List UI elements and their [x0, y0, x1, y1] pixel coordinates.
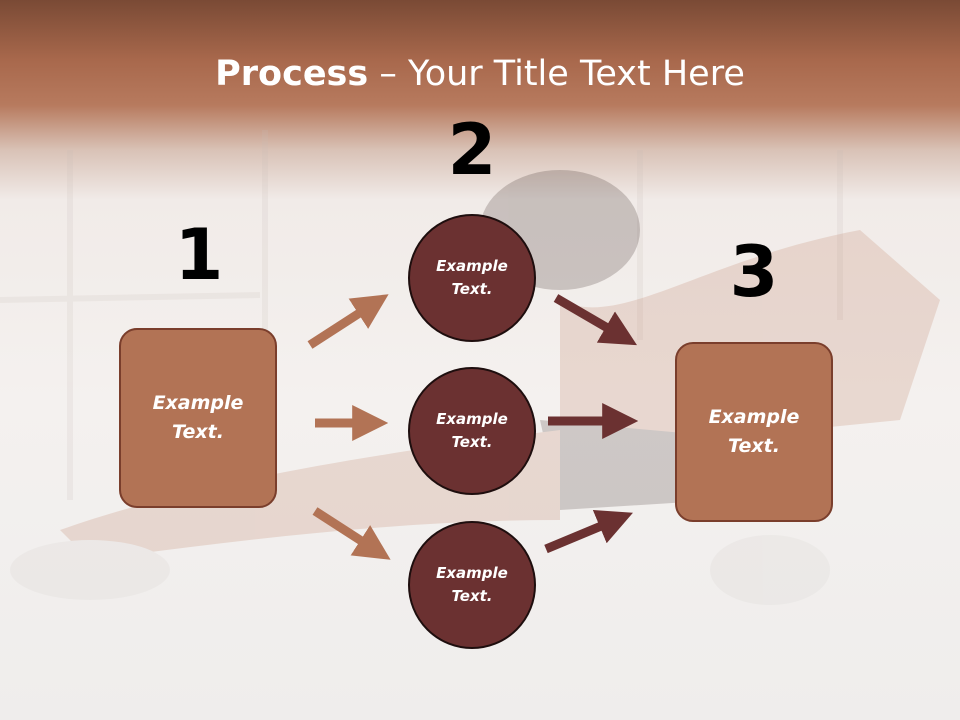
arrow-up-right-icon — [544, 510, 633, 554]
step-box-3: Example Text. — [675, 342, 833, 522]
circle-middle-text: Example Text. — [436, 410, 508, 451]
circle-bottom: Example Text. — [408, 521, 536, 649]
step-box-3-text: Example Text. — [708, 406, 800, 457]
arrow-right-up-icon — [307, 294, 389, 349]
circle-top: Example Text. — [408, 214, 536, 342]
title-rest: – Your Title Text Here — [368, 54, 745, 94]
circle-middle: Example Text. — [408, 367, 536, 495]
arrow-right-down-icon — [312, 507, 391, 560]
circle-bottom-text: Example Text. — [436, 564, 508, 605]
step-number-3: 3 — [729, 231, 779, 313]
circle-top-text: Example Text. — [436, 257, 508, 298]
title-bold: Process — [215, 54, 369, 94]
step-box-1-text: Example Text. — [152, 392, 244, 443]
step-box-1: Example Text. — [119, 328, 277, 508]
slide-title: Process – Your Title Text Here — [0, 52, 960, 96]
step-number-1: 1 — [174, 214, 224, 296]
step-number-2: 2 — [447, 109, 497, 191]
arrow-down-right-icon — [553, 294, 638, 346]
